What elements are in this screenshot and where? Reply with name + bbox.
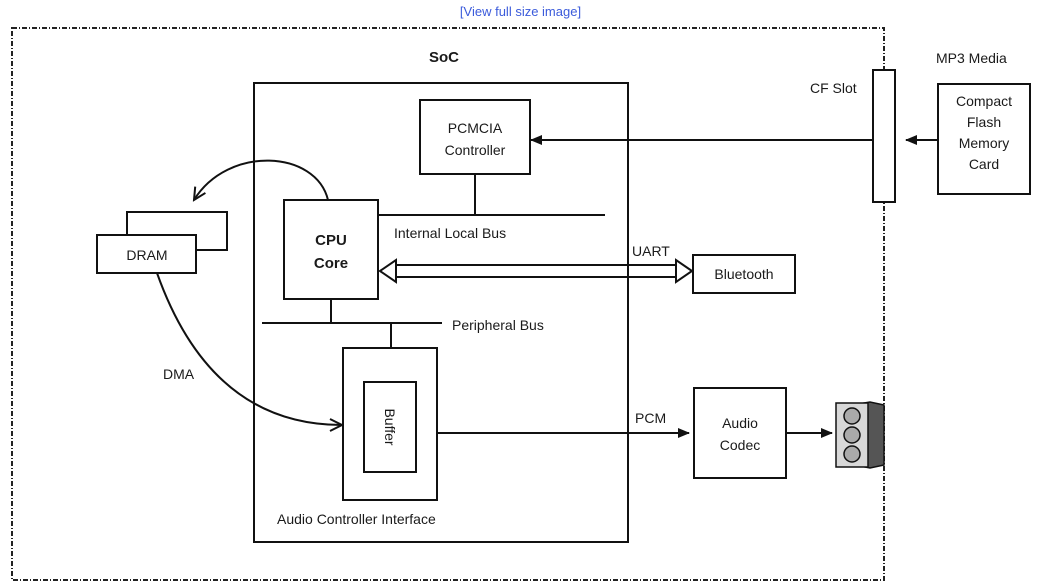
pcmcia-label-line2: Controller	[445, 142, 506, 158]
system-boundary	[11, 27, 885, 581]
cf-card-line4: Card	[969, 156, 999, 172]
cf-card-line1: Compact	[956, 93, 1012, 109]
cf-card-line3: Memory	[959, 135, 1010, 151]
bluetooth-box	[692, 254, 796, 294]
dma-label: DMA	[163, 366, 195, 382]
uart-label: UART	[632, 243, 670, 259]
cpu-label-line2: Core	[314, 255, 348, 272]
cpu-core-box	[283, 199, 379, 300]
pcmcia-label-line1: PCMCIA	[448, 120, 503, 136]
pcm-label: PCM	[635, 410, 666, 426]
view-full-size-link[interactable]: [View full size image]	[0, 4, 1041, 19]
codec-label-line2: Codec	[720, 437, 760, 453]
bluetooth-label: Bluetooth	[714, 266, 773, 282]
audio-codec-box	[693, 387, 787, 479]
dram-label: DRAM	[126, 247, 167, 263]
soc-box	[253, 82, 629, 543]
audio-controller-label: Audio Controller Interface	[277, 511, 436, 527]
soc-label: SoC	[429, 49, 459, 66]
cf-slot-box	[872, 69, 896, 203]
audio-controller-box	[342, 347, 438, 501]
view-full-size-text[interactable]: [View full size image]	[459, 4, 582, 19]
buffer-label: Buffer	[382, 408, 398, 445]
cf-slot-label: CF Slot	[810, 80, 857, 96]
dma-arrow	[156, 272, 342, 425]
codec-label-line1: Audio	[722, 415, 758, 431]
cf-card-line2: Flash	[967, 114, 1001, 130]
pcmcia-controller-box	[419, 99, 531, 175]
cpu-label-line1: CPU	[315, 232, 347, 249]
speaker-icon	[835, 401, 885, 469]
peripheral-bus-label: Peripheral Bus	[452, 317, 544, 333]
cpu-to-dram-arrow	[194, 159, 329, 200]
uart-arrowhead-left	[378, 258, 397, 284]
mp3-media-label: MP3 Media	[936, 50, 1007, 66]
uart-arrowhead-right	[675, 258, 694, 284]
internal-bus-label: Internal Local Bus	[394, 225, 506, 241]
dram-box	[96, 234, 197, 274]
buffer-box	[363, 381, 417, 473]
